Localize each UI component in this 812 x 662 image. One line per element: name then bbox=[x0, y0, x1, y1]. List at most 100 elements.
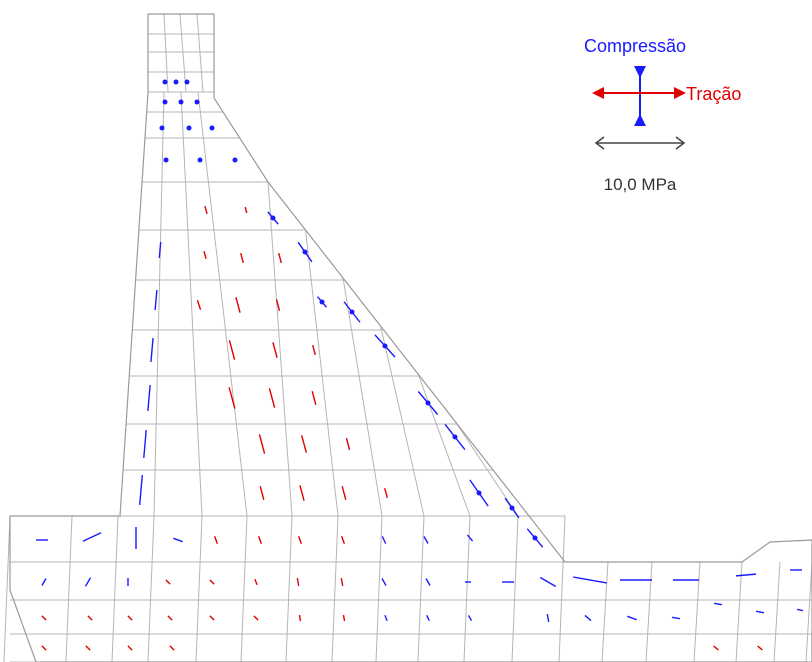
mesh-line bbox=[196, 13, 204, 93]
compression-vector bbox=[713, 602, 723, 606]
tension-vector bbox=[209, 615, 215, 621]
tension-vector bbox=[757, 645, 763, 651]
vector-node bbox=[162, 79, 168, 85]
mesh-line bbox=[305, 229, 339, 517]
tension-vector bbox=[127, 615, 133, 621]
vector-node bbox=[532, 535, 538, 541]
tension-symbol bbox=[592, 87, 686, 99]
tension-vector bbox=[311, 391, 317, 405]
mesh-line bbox=[331, 515, 339, 662]
vector-node bbox=[173, 79, 179, 85]
legend: Compressão Tração 10,0 MPa bbox=[584, 36, 741, 194]
compression-vector bbox=[755, 610, 765, 614]
tension-vector bbox=[127, 645, 133, 651]
compression-vector bbox=[539, 576, 557, 588]
compression-vector bbox=[423, 536, 429, 544]
tension-vector bbox=[713, 645, 719, 651]
vector-node bbox=[178, 99, 184, 105]
tension-vector bbox=[296, 577, 300, 587]
tension-vector bbox=[258, 434, 266, 454]
compression-vector bbox=[426, 614, 430, 622]
mesh-line bbox=[197, 91, 248, 517]
mesh-line bbox=[380, 325, 425, 517]
structure-outline bbox=[9, 13, 812, 662]
mesh-line bbox=[179, 13, 187, 93]
mesh-line bbox=[805, 561, 812, 662]
mesh-line bbox=[645, 561, 653, 662]
compression-vector bbox=[735, 573, 757, 577]
stress-vectors bbox=[36, 79, 804, 651]
vector-node bbox=[186, 125, 192, 131]
compression-vector bbox=[82, 532, 102, 542]
tension-vector bbox=[203, 250, 207, 260]
vector-node bbox=[232, 157, 238, 163]
mesh-line bbox=[417, 515, 425, 662]
vector-node bbox=[194, 99, 200, 105]
tension-vector bbox=[196, 300, 202, 310]
tension-vector bbox=[299, 485, 305, 501]
compression-vector bbox=[143, 429, 147, 459]
mesh-line bbox=[455, 421, 519, 517]
compression-label: Compressão bbox=[584, 36, 686, 56]
tension-vector bbox=[340, 577, 344, 587]
tension-vector bbox=[165, 579, 171, 585]
mesh-line bbox=[65, 515, 73, 662]
tension-vector bbox=[169, 645, 175, 651]
tension-vector bbox=[41, 645, 47, 651]
compression-vector bbox=[584, 614, 592, 622]
tension-vector bbox=[209, 579, 215, 585]
compression-vector bbox=[147, 384, 151, 412]
mesh-line bbox=[267, 181, 293, 517]
tension-vector bbox=[41, 615, 47, 621]
vector-node bbox=[163, 157, 169, 163]
vector-node bbox=[197, 157, 203, 163]
tension-vector bbox=[259, 486, 265, 500]
vector-node bbox=[270, 215, 276, 221]
compression-vector bbox=[154, 289, 158, 311]
scale-arrow bbox=[594, 136, 686, 150]
compression-vector bbox=[381, 536, 387, 544]
tension-vector bbox=[297, 536, 303, 544]
mesh-line bbox=[285, 515, 293, 662]
tension-vector bbox=[341, 486, 347, 500]
compression-vector bbox=[796, 608, 804, 612]
compression-symbol bbox=[634, 66, 646, 126]
vector-node bbox=[452, 434, 458, 440]
mesh-line bbox=[163, 13, 169, 93]
tension-vector bbox=[167, 615, 173, 621]
vector-node bbox=[162, 99, 168, 105]
compression-vector bbox=[158, 241, 162, 259]
compression-vector bbox=[627, 615, 637, 621]
vector-node bbox=[349, 309, 355, 315]
compression-vector bbox=[138, 474, 144, 506]
mesh-line bbox=[180, 91, 203, 517]
compression-vector bbox=[41, 578, 47, 586]
vector-node bbox=[159, 125, 165, 131]
mesh-line bbox=[693, 561, 701, 662]
mesh-line bbox=[195, 515, 203, 662]
mesh-line bbox=[111, 515, 119, 662]
tension-vector bbox=[244, 206, 248, 214]
finite-element-mesh bbox=[3, 13, 812, 662]
compression-vector bbox=[381, 578, 387, 586]
vector-node bbox=[184, 79, 190, 85]
tension-vector bbox=[272, 342, 278, 358]
tension-vector bbox=[298, 614, 302, 622]
compression-vector bbox=[466, 534, 474, 542]
tension-vector bbox=[312, 344, 316, 356]
tension-vector bbox=[384, 487, 388, 499]
tension-vector bbox=[268, 388, 276, 408]
mesh-line bbox=[558, 515, 566, 662]
tension-vector bbox=[253, 615, 259, 621]
mesh-line bbox=[417, 373, 471, 517]
vector-node bbox=[382, 343, 388, 349]
vector-node bbox=[476, 490, 482, 496]
tension-vector bbox=[228, 387, 236, 409]
mesh-line bbox=[147, 515, 155, 662]
tension-vector bbox=[85, 645, 91, 651]
compression-vector bbox=[173, 537, 183, 543]
tension-vector bbox=[213, 536, 219, 544]
mesh-line bbox=[735, 561, 743, 662]
mesh-line bbox=[3, 515, 11, 662]
